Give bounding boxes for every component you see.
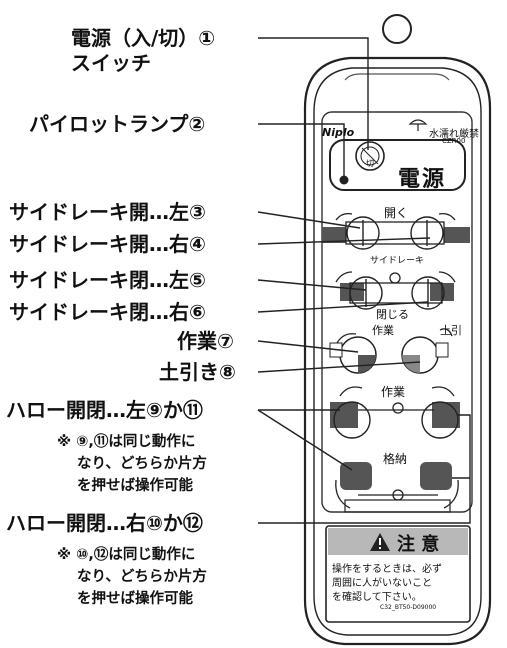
water-warning-text: 水濡れ厳禁 — [429, 129, 479, 140]
model-number: CZR00 — [442, 137, 466, 145]
label-harrow-left: ハロー開閉…左⑨か⑪ — [6, 398, 203, 422]
label-power-switch-sub: スイッチ — [71, 51, 151, 75]
label-side-rake-open-right: サイドレーキ開…右④ — [9, 232, 206, 256]
label-soil: 土引き⑧ — [159, 360, 236, 384]
power-button-text: 切 — [366, 159, 374, 168]
side-rake-label: サイドレーキ — [370, 256, 425, 266]
storage-label: 格納 — [383, 452, 408, 466]
note-harrow-right-3: を押せば操作可能 — [77, 591, 193, 607]
note-harrow-right-2: なり、どちらか片方 — [77, 569, 207, 585]
label-side-rake-close-left: サイドレーキ閉…左⑤ — [9, 268, 206, 292]
note-harrow-left-1: ※ ⑨,⑪は同じ動作に — [57, 434, 196, 450]
note-harrow-right-1: ※ ⑩,⑫は同じ動作に — [57, 547, 196, 563]
label-side-rake-close-right: サイドレーキ閉…右⑥ — [9, 300, 206, 324]
harrow-right-button-10[interactable] — [432, 402, 460, 428]
caution-line-3: を確認して下さい。 — [332, 592, 422, 603]
harrow-work-label: 作業 — [381, 385, 406, 399]
harrow-left-button-11[interactable] — [340, 462, 372, 490]
caution-line-1: 操作をするときは、必ず — [332, 564, 442, 575]
label-work: 作業⑦ — [177, 329, 234, 353]
caution-code: C32_BT50-D09000 — [380, 604, 437, 611]
umbrella-icon — [408, 119, 428, 125]
work-soil-section — [329, 328, 453, 374]
strap-hole — [382, 14, 412, 44]
harrow-right-button-12[interactable] — [420, 462, 452, 490]
caution-header — [328, 528, 468, 555]
side-rake-open-section — [322, 212, 470, 250]
caution-line-2: 周囲に人がいないこと — [332, 578, 432, 589]
label-side-rake-open-left: サイドレーキ開…左③ — [9, 200, 206, 224]
brand-logo: Niplo — [322, 126, 355, 139]
note-harrow-left-2: なり、どちらか片方 — [77, 456, 207, 472]
pilot-lamp — [339, 175, 349, 185]
work-label: 作業 — [372, 324, 394, 337]
caution-title: 注 意 — [397, 534, 440, 555]
label-pilot-lamp: パイロットランプ② — [29, 112, 206, 136]
label-power-switch: 電源（入/切）① — [71, 26, 216, 50]
remote-inner-body — [313, 67, 482, 636]
open-label: 開く — [384, 206, 409, 220]
note-harrow-left-3: を押せば操作可能 — [77, 478, 193, 494]
label-harrow-right: ハロー開閉…右⑩か⑫ — [6, 511, 203, 535]
close-label: 閉じる — [376, 308, 409, 321]
power-label: 電源 — [398, 167, 447, 192]
soil-label: 土引 — [440, 324, 462, 337]
harrow-storage-section — [335, 462, 459, 513]
harrow-work-section — [330, 386, 460, 439]
